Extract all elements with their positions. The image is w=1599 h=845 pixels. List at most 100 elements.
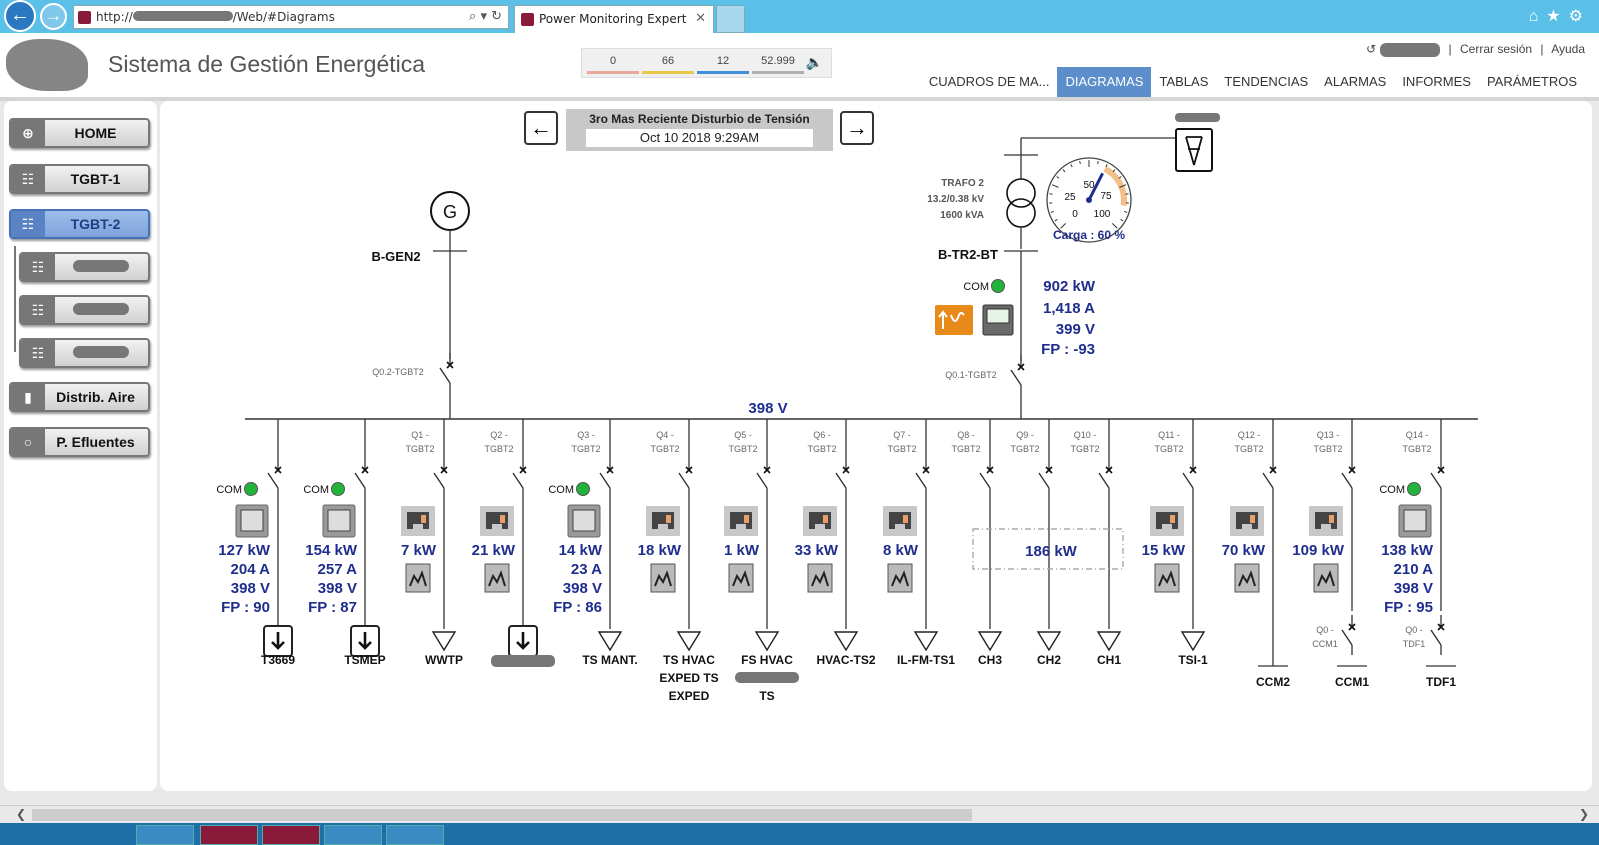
speaker-icon[interactable]: 🔈 bbox=[805, 54, 823, 70]
feeder-breaker[interactable] bbox=[1098, 472, 1110, 489]
load-triangle-icon bbox=[676, 631, 702, 652]
sub-breaker[interactable] bbox=[1341, 629, 1353, 646]
redacted-utility-label bbox=[1175, 113, 1220, 122]
browser-toolbar-icons[interactable]: ⌂★⚙ bbox=[1528, 8, 1591, 25]
sidebar-item-p-efluentes[interactable]: ○P. Efluentes bbox=[9, 427, 150, 457]
feeder-name: CH1 bbox=[1097, 653, 1121, 667]
sidebar-item-redacted-3[interactable]: ☷ bbox=[19, 252, 150, 282]
browser-tab[interactable]: Power Monitoring Expert ✕ bbox=[514, 5, 714, 33]
taskbar-app[interactable] bbox=[324, 825, 382, 845]
tab-par-metros[interactable]: PARÁMETROS bbox=[1486, 74, 1577, 89]
download-arrow bbox=[516, 632, 530, 650]
feeder-breaker[interactable] bbox=[1430, 472, 1442, 489]
feeder-breaker[interactable] bbox=[979, 472, 991, 489]
taskbar-app[interactable] bbox=[136, 825, 194, 845]
report-chart-glyph bbox=[488, 570, 506, 587]
back-button[interactable]: ← bbox=[4, 0, 36, 32]
taskbar-app[interactable] bbox=[262, 825, 320, 845]
next-disturbance-button[interactable]: → bbox=[840, 111, 874, 145]
tab-tendencias[interactable]: TENDENCIAS bbox=[1224, 74, 1309, 89]
report-icon[interactable] bbox=[1154, 563, 1180, 593]
scroll-right-icon[interactable]: ❯ bbox=[1578, 807, 1589, 821]
feeder-breaker[interactable] bbox=[835, 472, 847, 489]
utility-tower-icon[interactable] bbox=[1175, 128, 1213, 172]
trafo-ratio: 13.2/0.38 kV bbox=[927, 194, 984, 205]
alarm-bar bbox=[587, 71, 639, 74]
new-tab-button[interactable] bbox=[716, 5, 745, 33]
sidebar-item-redacted-4[interactable]: ☷ bbox=[19, 295, 150, 325]
help-link[interactable]: Ayuda bbox=[1551, 42, 1585, 56]
sidebar-item-tgbt-1[interactable]: ☷TGBT-1 bbox=[9, 164, 150, 194]
feeder-kw: 21 kW bbox=[472, 542, 516, 559]
sidebar-item-tgbt-2[interactable]: ☷TGBT-2 bbox=[9, 209, 150, 239]
tab-cuadros-de-ma[interactable]: CUADROS DE MA... bbox=[928, 74, 1050, 89]
prev-disturbance-button[interactable]: ← bbox=[524, 111, 558, 145]
breaker-x-icon bbox=[842, 466, 850, 474]
motor-starter-indicator bbox=[744, 515, 749, 523]
feeder-breaker[interactable] bbox=[1262, 472, 1274, 489]
com-status-icon bbox=[576, 482, 590, 496]
scrollbar-thumb[interactable] bbox=[32, 809, 972, 821]
alarm-count[interactable]: 66 bbox=[661, 55, 675, 67]
gauge-tick bbox=[1119, 184, 1127, 188]
taskbar-app[interactable] bbox=[200, 825, 258, 845]
feeder-breaker[interactable] bbox=[1038, 472, 1050, 489]
address-suffix: /Web/#Diagrams bbox=[232, 10, 335, 24]
tab-close-icon[interactable]: ✕ bbox=[695, 11, 706, 26]
forward-button[interactable]: → bbox=[40, 3, 67, 30]
feeder-breaker-label: TGBT2 bbox=[650, 444, 679, 454]
feeder-breaker[interactable] bbox=[354, 472, 366, 489]
sidebar-item-home[interactable]: ⊕HOME bbox=[9, 118, 150, 148]
logout-link[interactable]: Cerrar sesión bbox=[1460, 42, 1533, 56]
redacted-label bbox=[72, 346, 129, 358]
gen-breaker[interactable] bbox=[439, 367, 451, 384]
alarm-count[interactable]: 52.999 bbox=[761, 55, 795, 67]
address-bar[interactable]: http:///Web/#Diagrams ⌕ ▾ ↻ bbox=[73, 5, 509, 29]
alarm-bar bbox=[752, 71, 804, 74]
sidebar-item-distrib-aire[interactable]: ▮Distrib. Aire bbox=[9, 382, 150, 412]
feeder-breaker[interactable] bbox=[599, 472, 611, 489]
sub-breaker[interactable] bbox=[1430, 629, 1442, 646]
site-favicon-icon bbox=[78, 11, 91, 24]
feeder-breaker[interactable] bbox=[678, 472, 690, 489]
report-icon[interactable] bbox=[1234, 563, 1260, 593]
taskbar-app[interactable] bbox=[386, 825, 444, 845]
report-icon[interactable] bbox=[807, 563, 833, 593]
report-chart-glyph bbox=[1158, 570, 1176, 587]
tab-diagramas[interactable]: DIAGRAMAS bbox=[1057, 67, 1152, 97]
report-chart-glyph bbox=[732, 570, 750, 587]
tab-alarmas[interactable]: ALARMAS bbox=[1324, 74, 1387, 89]
feeder-breaker[interactable] bbox=[915, 472, 927, 489]
com-status-icon bbox=[991, 279, 1005, 293]
feeder-breaker[interactable] bbox=[433, 472, 445, 489]
report-icon[interactable] bbox=[484, 563, 510, 593]
sidebar-item-redacted-5[interactable]: ☷ bbox=[19, 338, 150, 368]
feeder-pf: FP : 86 bbox=[553, 599, 602, 616]
report-chart-glyph bbox=[409, 570, 427, 587]
alarm-counters[interactable]: 0 66 12 52.999 🔈 bbox=[581, 48, 832, 78]
feeder-kw: 109 kW bbox=[1292, 542, 1345, 559]
address-tools[interactable]: ⌕ ▾ ↻ bbox=[469, 9, 502, 24]
feeder-breaker[interactable] bbox=[1341, 472, 1353, 489]
report-icon[interactable] bbox=[728, 563, 754, 593]
sidebar-item-label bbox=[57, 345, 144, 361]
report-icon[interactable] bbox=[650, 563, 676, 593]
alarm-count[interactable]: 0 bbox=[609, 55, 617, 67]
tab-informes[interactable]: INFORMES bbox=[1402, 74, 1471, 89]
alarm-count[interactable]: 12 bbox=[716, 55, 730, 67]
trafo-breaker[interactable] bbox=[1010, 369, 1022, 386]
report-icon[interactable] bbox=[405, 563, 431, 593]
tab-tablas[interactable]: TABLAS bbox=[1159, 74, 1209, 89]
horizontal-scrollbar[interactable]: ❮ ❯ bbox=[0, 805, 1599, 823]
power-meter-screen bbox=[1403, 509, 1427, 532]
scroll-left-icon[interactable]: ❮ bbox=[16, 807, 27, 821]
report-icon[interactable] bbox=[887, 563, 913, 593]
feeder-breaker[interactable] bbox=[756, 472, 768, 489]
sidebar-item-label bbox=[57, 259, 144, 275]
feeder-breaker[interactable] bbox=[512, 472, 524, 489]
report-icon[interactable] bbox=[1313, 563, 1339, 593]
feeder-breaker[interactable] bbox=[267, 472, 279, 489]
feeder-breaker-label: Q4 - bbox=[656, 430, 674, 440]
feeder-breaker[interactable] bbox=[1182, 472, 1194, 489]
